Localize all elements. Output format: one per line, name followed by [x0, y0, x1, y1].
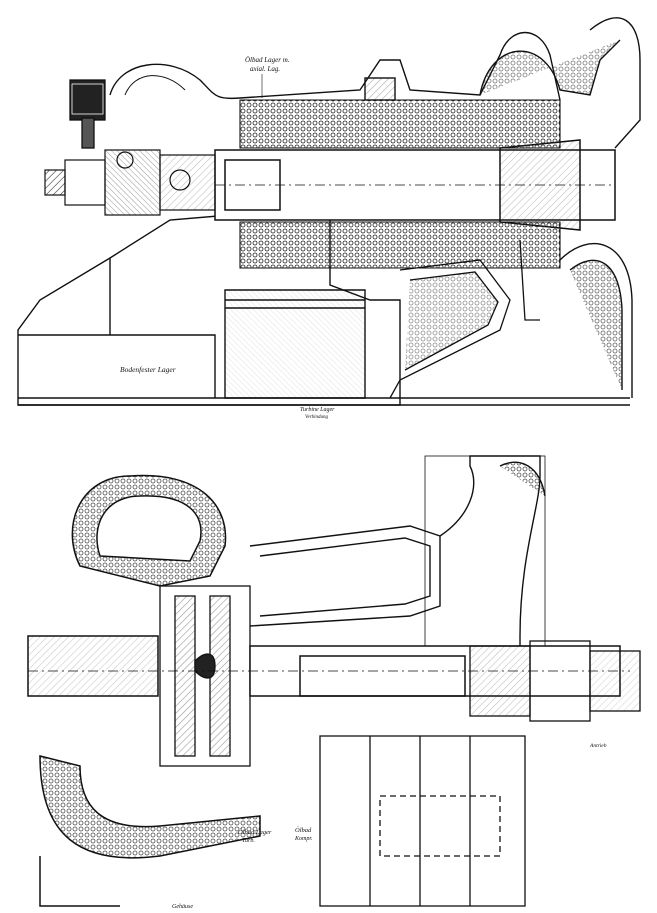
- top-cross-section-panel: Ölbad Lager m. axial. Lag. Bodenfester L…: [0, 0, 657, 420]
- motor-unit: [69, 79, 106, 149]
- combustion-housing-lower: [39, 755, 261, 907]
- top-caption-line2: Verbindung: [305, 415, 329, 420]
- bearing-assembly-left: [44, 149, 216, 216]
- lower-duct: [389, 239, 540, 399]
- rotor-shaft: [214, 139, 616, 231]
- top-caption-line1: Turbine Lager: [300, 407, 335, 413]
- turbine-inlet-right: [559, 243, 633, 398]
- top-annotations: Ölbad Lager m. axial. Lag. Bodenfester L…: [120, 56, 335, 420]
- shaft-bottom: [27, 635, 630, 697]
- coupling-right: [469, 640, 641, 722]
- bottom-cross-section-drawing: Ölbad Lager Turb. Ölbad Kompr. Antrieb G…: [27, 455, 641, 910]
- base-frame: [17, 214, 630, 406]
- bottom-cross-section-panel: Ölbad Lager Turb. Ölbad Kompr. Antrieb G…: [0, 436, 657, 913]
- bottom-bearing-note-a-line2: Turb.: [242, 838, 255, 844]
- turbine-disc: [159, 585, 251, 767]
- bottom-scale-note: Gehäuse: [172, 904, 193, 910]
- bottom-bearing-note-b-line1: Ölbad: [295, 826, 312, 834]
- bottom-bearing-note-a-line1: Ölbad Lager: [238, 828, 272, 836]
- compressor-blade-rows: [239, 99, 561, 269]
- top-cross-section-drawing: Ölbad Lager m. axial. Lag. Bodenfester L…: [17, 17, 641, 420]
- exhaust-duct: [249, 455, 546, 647]
- top-bearing-note-line1: Ölbad Lager m.: [245, 56, 290, 64]
- bottom-annotations: Ölbad Lager Turb. Ölbad Kompr. Antrieb G…: [172, 743, 607, 910]
- top-casing-label: Bodenfester Lager: [120, 365, 176, 374]
- combustion-housing-upper: [71, 474, 227, 587]
- upper-casing: [109, 17, 641, 149]
- support-base: [319, 735, 526, 907]
- top-bearing-note-line2: axial. Lag.: [250, 65, 280, 73]
- bottom-right-note: Antrieb: [589, 743, 607, 749]
- bottom-bearing-note-b-line2: Kompr.: [294, 836, 313, 842]
